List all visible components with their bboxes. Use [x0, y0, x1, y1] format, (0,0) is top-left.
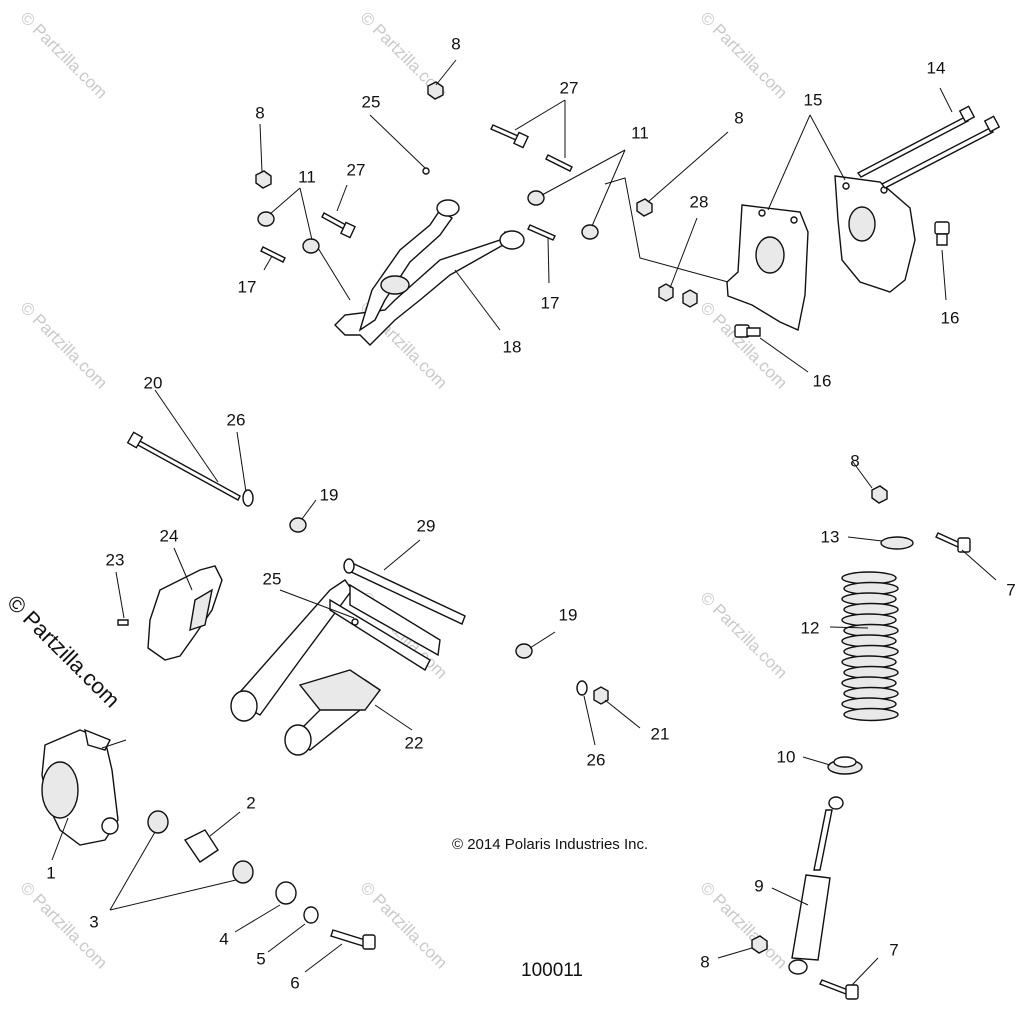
callout-27: 27: [559, 78, 579, 98]
callout-9: 9: [754, 876, 764, 896]
callout-24: 24: [159, 526, 179, 546]
long-bolts: [856, 105, 1001, 189]
callout-5: 5: [256, 949, 266, 969]
lower-a-arm: [230, 558, 466, 756]
callout-17: 17: [540, 293, 560, 313]
callout-1: 1: [46, 863, 56, 883]
coil-spring: [841, 571, 899, 722]
callout-19: 19: [319, 485, 339, 505]
callout-7: 7: [1006, 580, 1016, 600]
spring-retainer: [827, 756, 863, 775]
callout-8: 8: [734, 108, 744, 128]
callout-10: 10: [776, 747, 796, 767]
callout-13: 13: [820, 527, 840, 547]
long-bolt-20: [126, 431, 241, 501]
callout-3: 3: [89, 912, 99, 932]
callout-22: 22: [404, 733, 424, 753]
callout-16: 16: [812, 371, 832, 391]
leader-lines: [51, 59, 997, 986]
mounting-bracket-left: [726, 204, 809, 331]
callout-29: 29: [416, 516, 436, 536]
washer-26-upper: [242, 489, 254, 507]
callout-15: 15: [803, 90, 823, 110]
upper-bushings: [257, 190, 599, 263]
callout-11: 11: [631, 123, 649, 143]
knuckle: [41, 728, 119, 846]
bushing-19-upper: [289, 517, 307, 533]
callout-6: 6: [290, 973, 300, 993]
nuts-28: [658, 283, 698, 308]
bushing-19-lower: [515, 643, 533, 659]
spring-coil: [843, 707, 899, 722]
copyright-notice: © 2014 Polaris Industries Inc.: [452, 836, 649, 853]
shock-bolt-lower: [819, 979, 859, 1000]
callout-14: 14: [926, 58, 946, 78]
callout-4: 4: [219, 929, 229, 949]
cotter-pin-upper: [422, 167, 430, 175]
callout-2: 2: [246, 793, 256, 813]
shock-bolt-upper: [935, 532, 971, 553]
upper-a-arm: [334, 199, 525, 346]
nut-21: [593, 686, 609, 705]
callout-17: 17: [237, 277, 257, 297]
callout-20: 20: [143, 373, 163, 393]
callout-8: 8: [700, 952, 710, 972]
upper-bolts: [321, 124, 573, 239]
callout-18: 18: [502, 337, 522, 357]
hub-hardware: [147, 810, 376, 950]
callout-27: 27: [346, 160, 366, 180]
callout-25: 25: [262, 569, 282, 589]
callout-26: 26: [226, 410, 246, 430]
skid-guard: [117, 565, 223, 661]
flange-nuts: [255, 81, 888, 954]
callout-19: 19: [558, 605, 578, 625]
callout-25: 25: [361, 92, 381, 112]
shock-absorber: [788, 796, 844, 975]
callout-11: 11: [298, 167, 316, 187]
washer-26-lower: [576, 680, 588, 696]
callout-26: 26: [586, 750, 606, 770]
callout-16: 16: [940, 308, 960, 328]
callout-12: 12: [800, 618, 820, 638]
flange-bolts: [734, 221, 950, 338]
callout-21: 21: [650, 724, 670, 744]
callout-8: 8: [255, 103, 265, 123]
callout-8: 8: [451, 34, 461, 54]
mounting-bracket-right: [834, 175, 916, 293]
diagram-number: 100011: [521, 960, 583, 981]
callout-23: 23: [105, 550, 125, 570]
callout-8: 8: [850, 451, 860, 471]
callout-7: 7: [889, 940, 899, 960]
callout-28: 28: [689, 192, 709, 212]
spring-seat: [880, 536, 914, 550]
